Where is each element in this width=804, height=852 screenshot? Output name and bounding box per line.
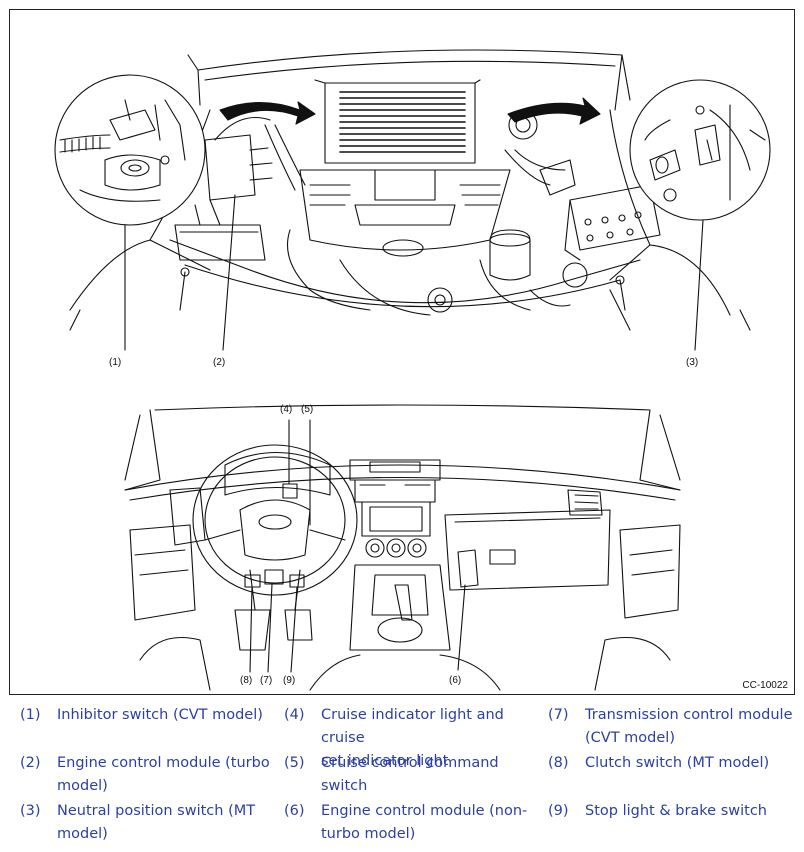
- legend-label: Clutch switch (MT model): [585, 752, 769, 775]
- legend-label: Cruise indicator light and cruise set in…: [321, 704, 544, 773]
- callout-6: (6): [449, 675, 462, 686]
- callout-4: (4): [280, 404, 293, 415]
- legend-line: Transmission control module: [585, 707, 793, 723]
- legend-number: (9): [548, 803, 569, 819]
- callout-2: (2): [213, 357, 226, 368]
- legend-line: Engine control module (turbo: [57, 755, 270, 771]
- legend-line: Stop light & brake switch: [585, 803, 767, 819]
- legend-line: turbo model): [321, 826, 416, 842]
- legend: (1) Inhibitor switch (CVT model) (2) Eng…: [0, 700, 804, 852]
- legend-line: model): [57, 826, 108, 842]
- legend-line: Neutral position switch (MT: [57, 803, 256, 819]
- callout-5: (5): [301, 404, 314, 415]
- legend-line: (CVT model): [585, 730, 675, 746]
- legend-line: Cruise control command switch: [321, 755, 499, 794]
- legend-line: Inhibitor switch (CVT model): [57, 707, 263, 723]
- legend-number: (7): [548, 707, 569, 723]
- legend-label: Transmission control module (CVT model): [585, 704, 793, 750]
- callout-9: (9): [283, 675, 296, 686]
- legend-line: set indicator light: [321, 753, 449, 769]
- legend-line: Engine control module (non-: [321, 803, 528, 819]
- figure-id: CC-10022: [742, 680, 788, 691]
- legend-number: (3): [20, 803, 41, 819]
- legend-line: model): [57, 778, 108, 794]
- legend-label: Engine control module (turbo model): [57, 752, 270, 798]
- component-location-figure: (1) (2) (3) (4) (5) (6) (7) (8) (9) CC-1…: [9, 9, 795, 695]
- legend-number: (5): [284, 755, 305, 771]
- callout-7: (7): [260, 675, 273, 686]
- legend-label: Engine control module (non- turbo model): [321, 800, 527, 846]
- legend-line: Cruise indicator light and cruise: [321, 707, 504, 746]
- callout-8: (8): [240, 675, 253, 686]
- line-drawing: [54, 49, 771, 691]
- legend-label: Neutral position switch (MT model): [57, 800, 255, 846]
- dashboard-drawing: [124, 404, 681, 691]
- callout-1: (1): [109, 357, 122, 368]
- legend-number: (8): [548, 755, 569, 771]
- legend-line: Clutch switch (MT model): [585, 755, 770, 771]
- engine-compartment-drawing: [54, 49, 771, 351]
- legend-label: Inhibitor switch (CVT model): [57, 704, 263, 727]
- legend-number: (6): [284, 803, 305, 819]
- callout-3: (3): [686, 357, 699, 368]
- legend-number: (4): [284, 707, 305, 723]
- legend-label: Stop light & brake switch: [585, 800, 767, 823]
- legend-label: Cruise control command switch: [321, 752, 544, 798]
- legend-number: (2): [20, 755, 41, 771]
- legend-number: (1): [20, 707, 41, 723]
